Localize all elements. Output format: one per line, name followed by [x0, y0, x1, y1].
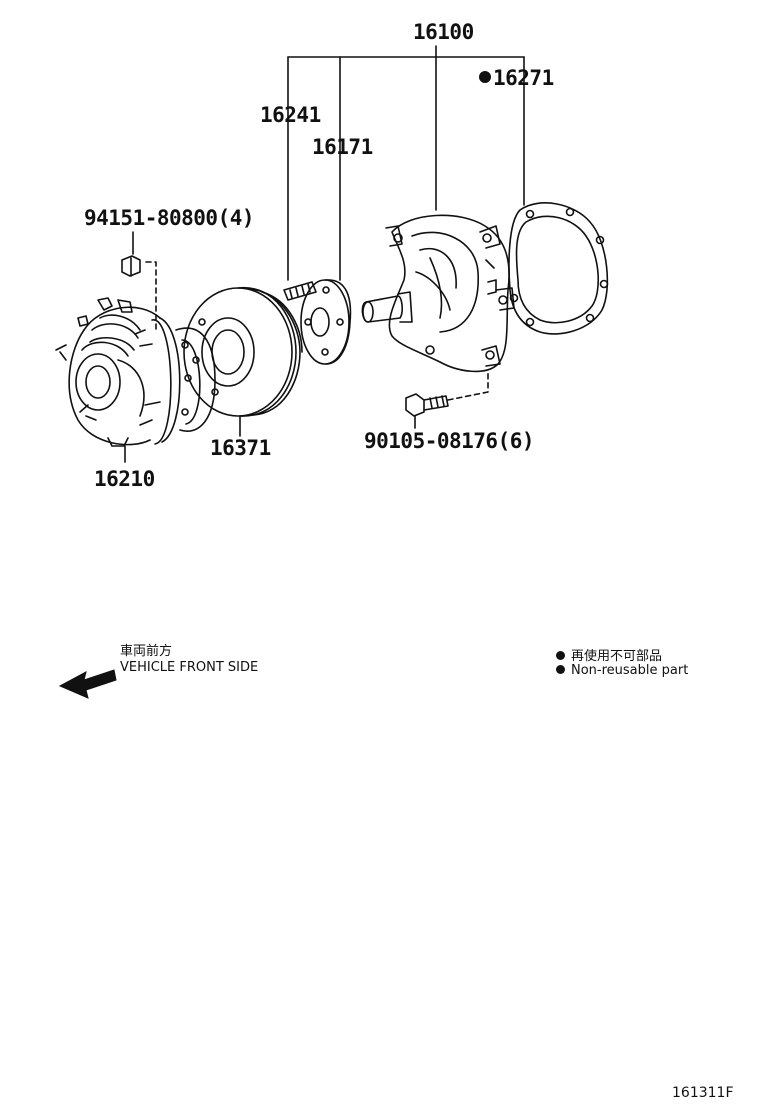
legend-english-text: Non-reusable part	[571, 663, 689, 678]
gasket-drawing	[508, 202, 609, 335]
direction-english: VEHICLE FRONT SIDE	[120, 660, 259, 675]
legend-japanese: 再使用不可部品	[556, 645, 662, 664]
label-fan-clutch: 16210	[94, 467, 155, 491]
label-gasket: 16271	[479, 66, 554, 90]
assembly-bracket	[287, 45, 525, 281]
direction-japanese: 車両前方	[120, 644, 173, 659]
fan-clutch-drawing	[55, 297, 216, 463]
label-stud: 16241	[260, 103, 321, 127]
label-flange: 16171	[312, 135, 373, 159]
label-bolt: 90105-08176(6)	[364, 429, 535, 453]
legend-japanese-text: 再使用不可部品	[571, 649, 663, 664]
legend-bullet-icon	[556, 651, 565, 660]
flange-drawing	[300, 279, 352, 365]
label-assembly: 16100	[413, 20, 474, 44]
non-reusable-bullet-icon	[479, 71, 491, 83]
vehicle-front-arrow-icon	[58, 669, 117, 699]
legend-bullet-icon	[556, 665, 565, 674]
figure-code: 161311F	[672, 1085, 734, 1101]
label-gasket-number: 16271	[493, 66, 554, 90]
stud-drawing	[283, 281, 317, 301]
label-pulley: 16371	[210, 436, 271, 460]
label-nut: 94151-80800(4)	[84, 206, 255, 230]
nut-drawing	[121, 231, 157, 331]
water-pump-drawing	[361, 214, 515, 373]
bolt-drawing	[405, 369, 489, 429]
legend-english: Non-reusable part	[556, 663, 688, 678]
pulley-drawing	[183, 287, 303, 437]
